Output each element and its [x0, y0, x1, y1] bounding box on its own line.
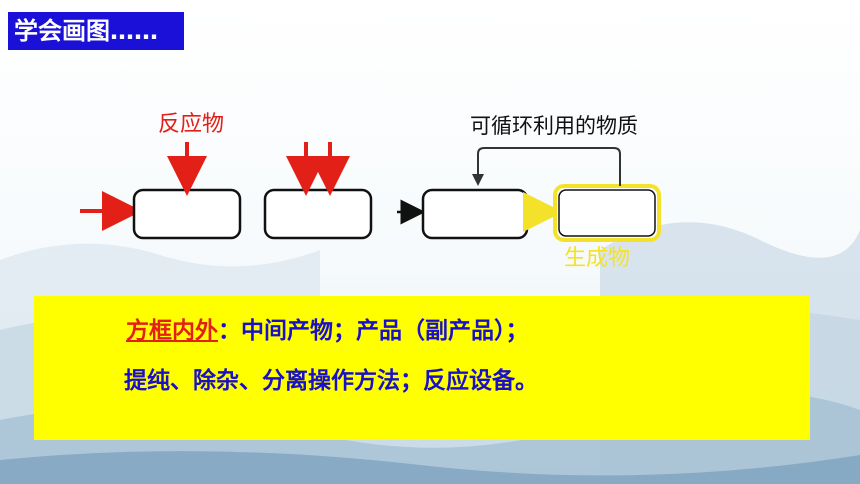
process-box-3 [421, 188, 529, 240]
product-box [553, 184, 661, 242]
recycle-arrowhead [472, 174, 484, 186]
note-key-term: 方框内外 [126, 318, 218, 344]
note-panel: 方框内外：中间产物；产品（副产品）； 提纯、除杂、分离操作方法；反应设备。 [34, 296, 810, 440]
recyclable-material-label: 可循环利用的物质 [470, 114, 638, 138]
recycle-loop [477, 147, 621, 186]
process-box-1 [132, 188, 242, 240]
note-line-2: 提纯、除杂、分离操作方法；反应设备。 [124, 368, 538, 394]
reactant-label: 反应物 [158, 112, 225, 137]
product-box-inner [558, 189, 656, 237]
slide-title: 学会画图…… [8, 12, 184, 50]
process-box-2 [263, 188, 373, 240]
note-line-1-text: ：中间产物；产品（副产品）； [218, 318, 529, 344]
note-line-1: 方框内外：中间产物；产品（副产品）； [126, 320, 529, 343]
product-label: 生成物 [564, 246, 631, 271]
